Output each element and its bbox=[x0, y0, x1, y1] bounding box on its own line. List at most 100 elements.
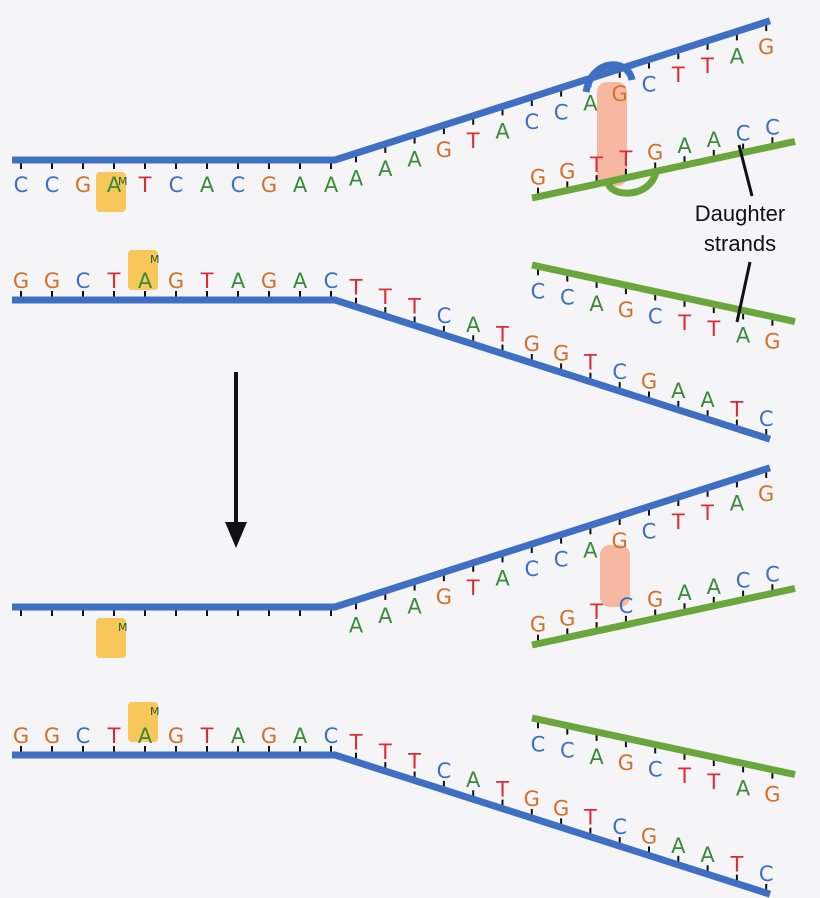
template-3-base: A bbox=[349, 613, 364, 637]
template-2-base: T bbox=[495, 323, 509, 347]
daughter-1-base: A bbox=[707, 128, 722, 152]
template-4-base: C bbox=[759, 862, 774, 886]
template-2-base: A bbox=[231, 269, 246, 293]
template-4-base: A bbox=[466, 768, 481, 792]
template-1-base: A bbox=[495, 119, 510, 143]
template-2-base: G bbox=[524, 332, 540, 356]
template-1-base: C bbox=[169, 173, 184, 197]
template-4-base: G bbox=[44, 724, 60, 748]
template-1-base: C bbox=[524, 110, 539, 134]
daughter-1-base: C bbox=[765, 115, 780, 139]
daughter-4-strand bbox=[531, 714, 796, 778]
template-3-base: G bbox=[612, 529, 628, 553]
callout-label-line1: Daughter bbox=[695, 201, 786, 226]
template-3-base: T bbox=[700, 501, 714, 525]
template-3-base: C bbox=[642, 520, 657, 544]
template-4-base: G bbox=[524, 787, 540, 811]
template-2-base: G bbox=[553, 341, 569, 365]
template-1-base: G bbox=[758, 35, 774, 59]
daughter-2-base: C bbox=[560, 286, 575, 310]
template-3-base: A bbox=[730, 491, 745, 515]
daughter-2-base: A bbox=[736, 323, 751, 347]
template-1-base: A bbox=[107, 173, 122, 197]
daughter-4-base: C bbox=[560, 739, 575, 763]
template-1-base: C bbox=[14, 173, 29, 197]
template-1-base: C bbox=[642, 73, 657, 97]
template-strand-4 bbox=[12, 751, 772, 898]
template-3-base: A bbox=[495, 566, 510, 590]
mismatch-bulge-bottom bbox=[604, 170, 660, 197]
template-2-base: C bbox=[437, 304, 452, 328]
daughter-2-base: T bbox=[706, 317, 720, 341]
template-4-base: C bbox=[76, 724, 91, 748]
dna-strands bbox=[12, 17, 796, 898]
daughter-3-strand bbox=[531, 585, 796, 649]
daughter-1-base: G bbox=[530, 166, 546, 190]
daughter-4-base: C bbox=[531, 732, 546, 756]
template-4-base: G bbox=[13, 724, 29, 748]
template-1-base: A bbox=[324, 173, 339, 197]
template-4-base: A bbox=[671, 834, 686, 858]
daughter-4-base: A bbox=[736, 776, 751, 800]
daughter-1-base: A bbox=[677, 134, 692, 158]
template-2-base: A bbox=[138, 269, 153, 293]
template-4-base: T bbox=[583, 806, 597, 830]
daughter-1-base: G bbox=[559, 159, 575, 183]
daughter-2-strand bbox=[531, 261, 796, 325]
template-2-base: A bbox=[466, 313, 481, 337]
template-2-base: G bbox=[168, 269, 184, 293]
template-4-base: A bbox=[138, 724, 153, 748]
template-1-base: T bbox=[700, 54, 714, 78]
template-3-base: G bbox=[758, 482, 774, 506]
template-3-base: G bbox=[436, 585, 452, 609]
methyl-mark-label: M bbox=[150, 253, 160, 266]
template-4-base: A bbox=[700, 843, 715, 867]
template-1-base: G bbox=[612, 82, 628, 106]
template-1-base: C bbox=[554, 101, 569, 125]
template-3-base: C bbox=[524, 557, 539, 581]
template-3-base: T bbox=[466, 576, 480, 600]
template-4-base: T bbox=[407, 749, 421, 773]
template-2-base: G bbox=[13, 269, 29, 293]
mismatch-bulge-top bbox=[582, 61, 636, 93]
template-strand-3 bbox=[12, 464, 772, 611]
daughter-2-base: A bbox=[589, 292, 604, 316]
daughter-3-base: C bbox=[736, 569, 751, 593]
daughter-4-base: G bbox=[764, 783, 780, 807]
template-4-base: G bbox=[553, 796, 569, 820]
template-4-base: A bbox=[231, 724, 246, 748]
daughter-2-base: T bbox=[677, 311, 691, 335]
daughter-2-base: C bbox=[648, 304, 663, 328]
template-2-base: T bbox=[200, 269, 214, 293]
template-3-base: A bbox=[583, 538, 598, 562]
template-2-base: T bbox=[349, 276, 363, 300]
template-1-base: G bbox=[436, 138, 452, 162]
daughter-4-base: T bbox=[677, 764, 691, 788]
mismatch-box bbox=[597, 82, 627, 186]
template-4-base: T bbox=[729, 853, 743, 877]
daughter-3-base: G bbox=[530, 613, 546, 637]
daughter-3-base: G bbox=[559, 606, 575, 630]
template-4-base: T bbox=[378, 740, 392, 764]
methyl-box-4 bbox=[128, 702, 158, 742]
template-2-base: A bbox=[700, 388, 715, 412]
methyl-mark-label: M bbox=[118, 621, 128, 634]
template-1-base: G bbox=[261, 173, 277, 197]
process-arrow-head-icon bbox=[225, 522, 247, 548]
template-1-base: A bbox=[200, 173, 215, 197]
template-strand-2 bbox=[12, 296, 772, 443]
template-1-base: A bbox=[349, 166, 364, 190]
callout-label-line2: strands bbox=[704, 231, 776, 256]
daughter-3-base: T bbox=[589, 600, 603, 624]
template-1-base: A bbox=[293, 173, 308, 197]
daughter-3-base: A bbox=[707, 575, 722, 599]
template-1-base: A bbox=[378, 157, 393, 181]
daughter-3-base: A bbox=[677, 581, 692, 605]
template-1-base: T bbox=[138, 173, 152, 197]
template-2-base: G bbox=[44, 269, 60, 293]
template-4-base: G bbox=[261, 724, 277, 748]
callout-line-bottom bbox=[735, 261, 752, 323]
template-2-base: A bbox=[293, 269, 308, 293]
template-2-base: T bbox=[583, 351, 597, 375]
